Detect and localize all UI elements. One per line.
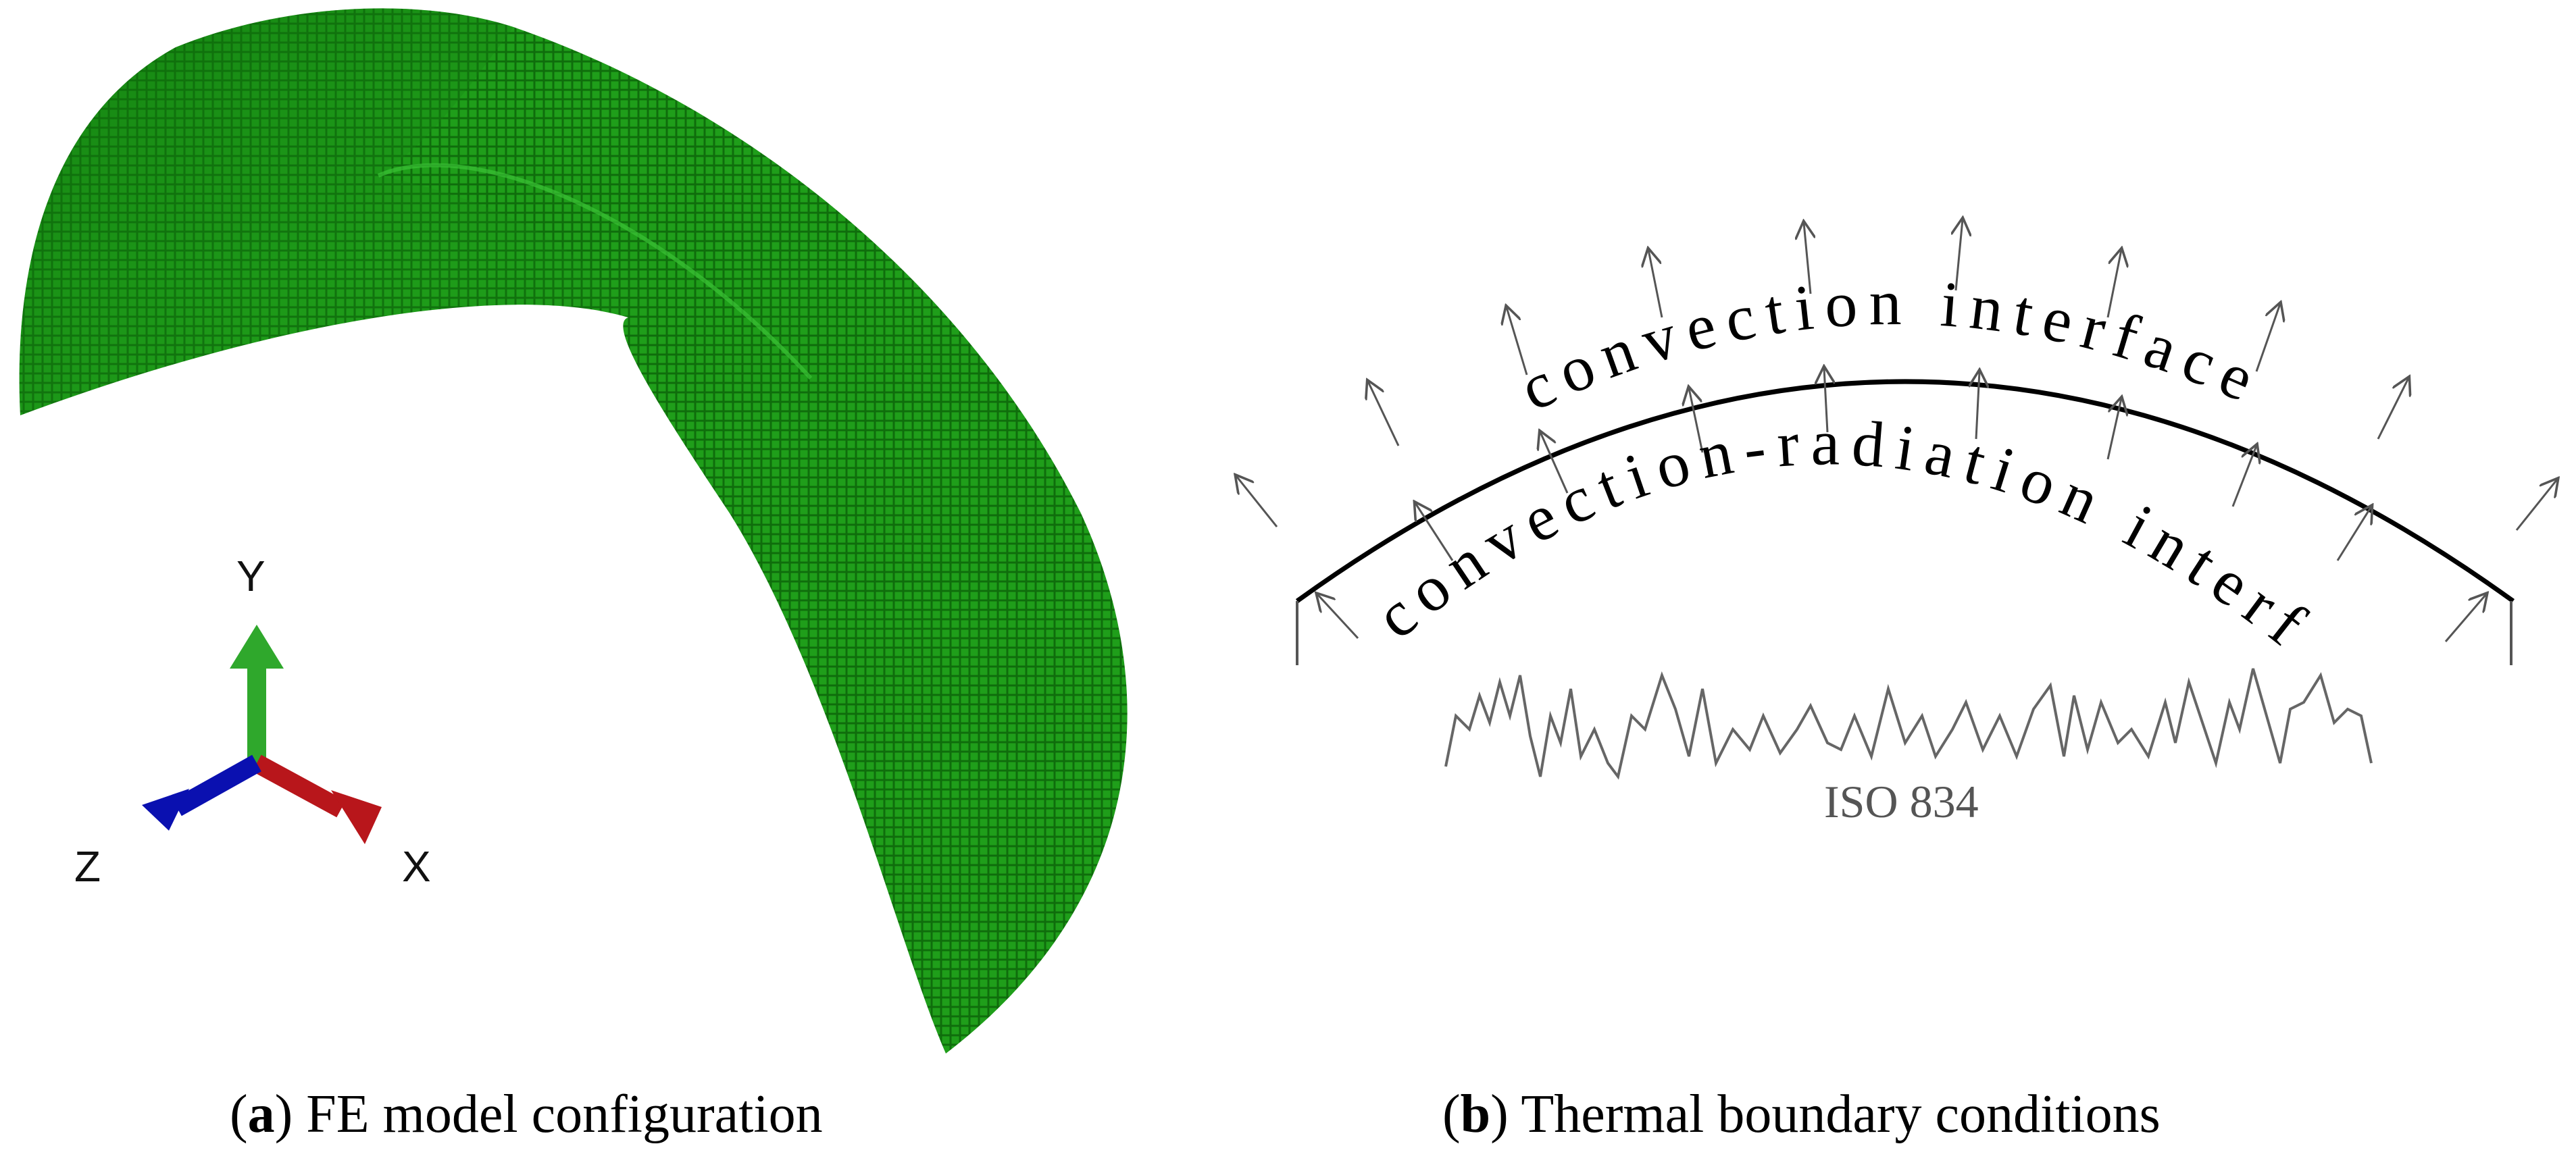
- shell-inner-face: [19, 8, 629, 416]
- caption-a-text: FE model configuration: [293, 1085, 823, 1144]
- z-axis-arrow-icon: [142, 789, 189, 831]
- inner-arrow: [1317, 594, 1359, 640]
- inner-arrow: [1689, 388, 1704, 453]
- arch-line: [1295, 379, 2515, 603]
- outer-arrow: [2255, 304, 2280, 372]
- inner-radiation-arrows: [1317, 368, 2486, 642]
- x-axis-arrow-icon: [331, 790, 382, 844]
- outer-arrow: [1507, 307, 1528, 375]
- outer-arrow: [1956, 219, 1963, 291]
- y-axis-label: Y: [236, 552, 266, 600]
- outer-convection-arrows: [1236, 219, 2557, 531]
- inner-arrow: [1415, 503, 1454, 561]
- inner-arrow: [1540, 432, 1569, 494]
- outer-label-path: convection interface: [1509, 266, 2264, 425]
- outer-arrow: [2515, 479, 2557, 531]
- panel-fe-model: Y X Z (a) FE model configuration: [0, 0, 1230, 1169]
- outer-arrow: [2377, 378, 2408, 440]
- outer-label: convection interface: [1509, 266, 2275, 425]
- inner-arrow: [2444, 594, 2486, 642]
- shell-crest-ridge: [377, 163, 813, 380]
- y-axis-arrow-icon: [230, 625, 284, 669]
- inner-arrow: [2106, 398, 2121, 460]
- thermal-bc-figure: convection interface convection-radiatio…: [1210, 0, 2576, 827]
- outer-arrow: [2106, 250, 2121, 318]
- outer-arrow: [1648, 250, 1663, 318]
- inner-arrow: [1824, 368, 1827, 433]
- fe-model-figure: Y X Z: [19, 8, 1128, 1054]
- caption-b-text: Thermal boundary conditions: [1508, 1085, 2161, 1144]
- z-axis-label: Z: [74, 842, 101, 891]
- caption-a: (a) FE model configuration: [230, 1085, 823, 1144]
- x-axis-label: X: [402, 842, 431, 891]
- caption-b: (b) Thermal boundary conditions: [1442, 1085, 2161, 1144]
- inner-arrow: [2336, 506, 2371, 561]
- axis-triad: Y X Z: [74, 552, 431, 891]
- caption-a-letter: a: [247, 1085, 275, 1144]
- outer-arrow: [1368, 382, 1400, 446]
- inner-arrow: [1976, 371, 1979, 440]
- outer-arrow: [1236, 476, 1278, 527]
- panel-thermal-bc: convection interface convection-radiatio…: [1210, 0, 2576, 1169]
- fire-curve-label: ISO 834: [1824, 776, 1979, 827]
- fire-zigzag: [1444, 668, 2373, 780]
- inner-arrow: [2231, 446, 2256, 507]
- caption-b-letter: b: [1460, 1085, 1491, 1144]
- outer-arrow: [1804, 223, 1811, 294]
